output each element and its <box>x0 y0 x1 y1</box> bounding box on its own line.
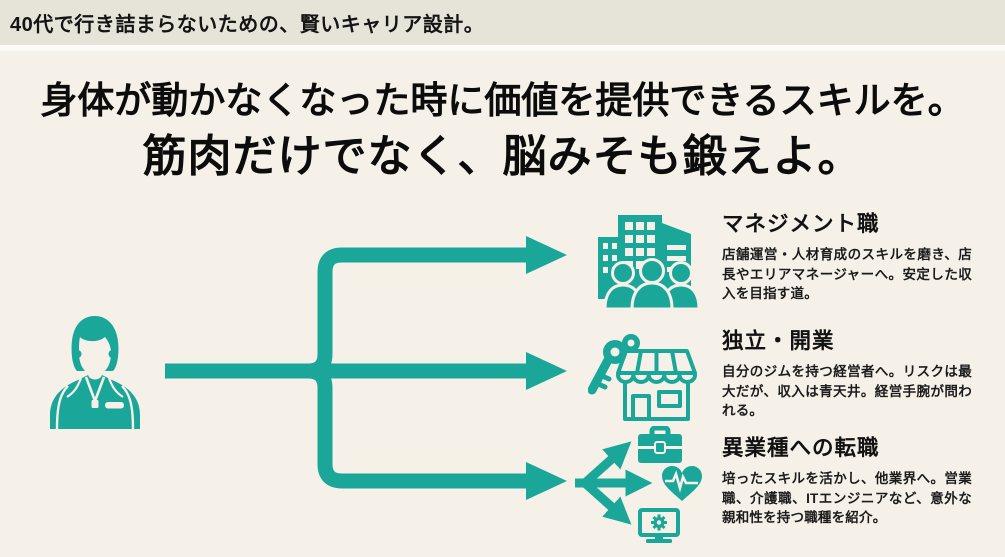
office-buildings-team-icon <box>597 211 707 309</box>
flow-fork-arrows <box>160 228 572 520</box>
branch-title-career-change: 異業種への転職 <box>722 436 880 460</box>
branch-description-independence: 自分のジムを持つ経営者へ。リスクは最大だが、収入は青天井。経営手腕が問われる。 <box>722 364 972 418</box>
branch-title-management: マネジメント職 <box>722 212 880 236</box>
branch-title-independence: 独立・開業 <box>722 329 835 353</box>
top-bar-text: 40代で行き詰まらないための、賢いキャリア設計。 <box>10 14 485 36</box>
headline: 身体が動かなくなった時に価値を提供できるスキルを。 筋肉だけでなく、脳みそも鍛え… <box>0 78 1005 184</box>
headline-line-1: 身体が動かなくなった時に価値を提供できるスキルを。 <box>40 80 965 121</box>
key-storefront-icon <box>588 332 703 432</box>
top-bar: 40代で行き詰まらないための、賢いキャリア設計。 <box>0 0 1005 51</box>
career-change-multi-path-icon <box>574 426 704 544</box>
branch-description-management: 店舗運営・人材育成のスキルを磨き、店長やエリアマネージャーへ。安定した収入を目指… <box>722 247 972 301</box>
branch-description-career-change: 培ったスキルを活かし、他業界へ。営業職、介護職、ITエンジニアなど、意外な親和性… <box>722 471 972 525</box>
headline-line-2: 筋肉だけでなく、脳みそも鍛えよ。 <box>142 132 863 182</box>
personal-trainer-icon <box>45 313 145 429</box>
